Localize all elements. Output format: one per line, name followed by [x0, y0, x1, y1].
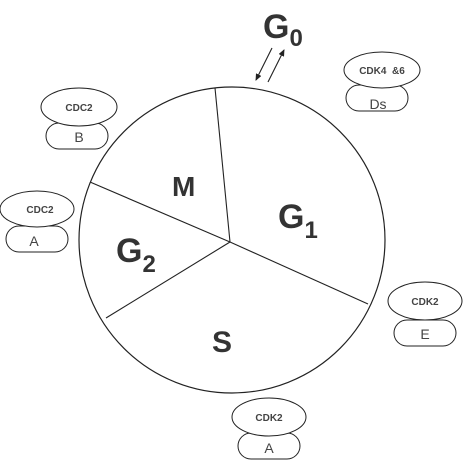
divider-m-g1 [214, 87, 231, 243]
g0-entry-arrow [267, 49, 285, 83]
cyclin-label: E [420, 326, 429, 342]
cell-cycle-circle [78, 86, 386, 394]
phase-g1-label: G1 [278, 198, 318, 244]
cyclin-label: A [29, 233, 39, 249]
complex-cdk2-a: CDK2 A [231, 397, 307, 460]
complex-cdc2-a: CDC2 A [0, 190, 75, 253]
phase-g2-label: G2 [116, 232, 156, 278]
divider-g2-m [89, 181, 231, 243]
kinase-label: CDK2 [411, 297, 439, 308]
divider-g1-s [229, 241, 369, 305]
cyclin-label: B [74, 129, 83, 145]
phase-m-label: M [172, 171, 195, 202]
cyclin-label: A [264, 440, 274, 456]
divider-s-g2 [105, 241, 231, 319]
kinase-shape [0, 190, 75, 228]
cyclin-label: Ds [369, 96, 386, 112]
kinase-label: CDK4 &6 [359, 66, 405, 77]
kinase-label: CDC2 [26, 205, 54, 216]
g0-exit-arrow [255, 47, 273, 81]
complex-cdc2-b: CDC2 B [40, 87, 118, 150]
kinase-label: CDK2 [255, 413, 283, 424]
complex-cdk46-ds: CDK4 &6 Ds [343, 51, 421, 112]
kinase-shape [231, 397, 307, 437]
kinase-shape [343, 51, 421, 89]
phase-g0-label: G0 [263, 8, 303, 52]
kinase-label: CDC2 [65, 103, 93, 114]
kinase-shape [387, 281, 463, 321]
kinase-shape [40, 87, 118, 127]
phase-s-label: S [212, 326, 232, 359]
complex-cdk2-e: CDK2 E [387, 281, 463, 347]
